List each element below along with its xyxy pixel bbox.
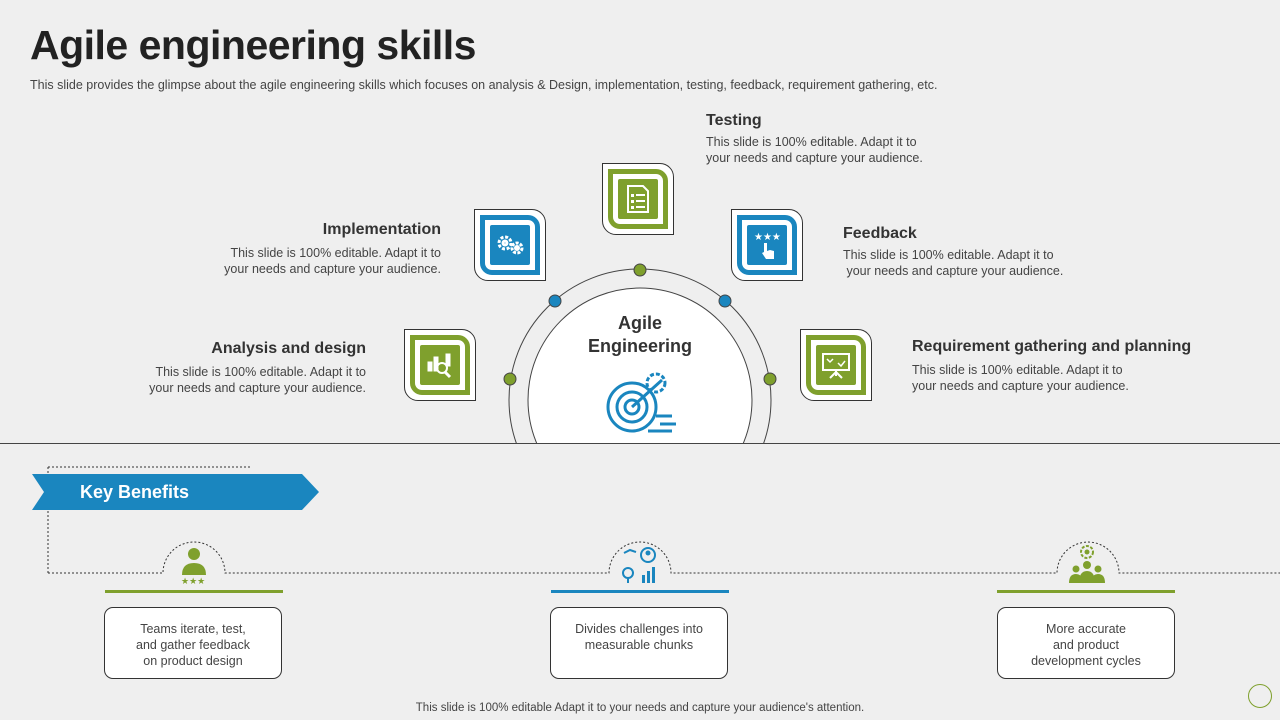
benefit-1-line1: Teams iterate, test, (140, 622, 246, 636)
skill-feedback: Feedback This slide is 100% editable. Ad… (843, 225, 1103, 279)
center-circle (527, 287, 753, 444)
benefit-accent-line-2 (551, 590, 729, 593)
page-title: Agile engineering skills (30, 22, 476, 68)
connector-dot-feedback (718, 294, 732, 308)
connector-dot-requirement (763, 372, 777, 386)
skill-implementation-line2: your needs and capture your audience. (224, 262, 441, 276)
presentation-board-icon (822, 353, 850, 379)
skill-feedback-line2: your needs and capture your audience. (843, 264, 1064, 278)
team-gear-icon (1069, 545, 1105, 583)
skill-implementation-title: Implementation (322, 221, 441, 238)
page-subtitle: This slide provides the glimpse about th… (30, 78, 938, 92)
benefit-3-line1: More accurate (1046, 622, 1126, 636)
center-label: Agile Engineering (540, 312, 740, 358)
skill-implementation-line1: This slide is 100% editable. Adapt it to (230, 246, 441, 260)
skill-feedback-title: Feedback (843, 225, 917, 242)
center-label-line2: Engineering (587, 336, 692, 356)
skill-requirement-line1: This slide is 100% editable. Adapt it to (912, 363, 1123, 377)
skill-feedback-line1: This slide is 100% editable. Adapt it to (843, 248, 1054, 262)
gears-icon (497, 235, 524, 255)
corner-circle-decoration (1248, 684, 1272, 708)
key-benefits-label: Key Benefits (80, 482, 190, 502)
testing-icon-box (602, 163, 674, 235)
requirement-icon-box (800, 329, 872, 401)
analytics-person-icon (622, 547, 656, 583)
svg-text:★★★: ★★★ (754, 232, 781, 243)
connector-dot-analysis (503, 372, 517, 386)
footer-note: This slide is 100% editable Adapt it to … (415, 702, 865, 714)
person-rating-icon: ★★★ (181, 548, 206, 585)
skill-implementation: Implementation This slide is 100% editab… (195, 221, 441, 277)
connector-dot-testing (633, 263, 647, 277)
benefit-1-line3: on product design (143, 654, 243, 668)
skill-analysis-line1: This slide is 100% editable. Adapt it to (155, 365, 366, 379)
rating-hand-icon: ★★★ (754, 232, 781, 259)
skill-testing-line2: your needs and capture your audience. (706, 151, 923, 165)
benefit-accent-line-3 (997, 590, 1175, 593)
connector-dot-implementation (548, 294, 562, 308)
center-label-line1: Agile (617, 313, 662, 333)
section-divider (0, 443, 1280, 444)
skill-requirement-title: Requirement gathering and planning (912, 338, 1192, 355)
benefit-3-line2: and product (1052, 638, 1120, 652)
benefit-card-3: More accurate and product development cy… (997, 607, 1175, 679)
skill-analysis-line2: your needs and capture your audience. (149, 381, 366, 395)
skill-analysis: Analysis and design This slide is 100% e… (120, 340, 366, 396)
benefit-card-1: Teams iterate, test, and gather feedback… (104, 607, 282, 679)
feedback-icon-box: ★★★ (731, 209, 803, 281)
benefit-2-line2: measurable chunks (584, 638, 694, 652)
skill-requirement-line2: your needs and capture your audience. (912, 379, 1129, 393)
implementation-icon-box (474, 209, 546, 281)
analysis-chart-icon (427, 353, 452, 379)
skill-testing: Testing This slide is 100% editable. Ada… (706, 112, 966, 166)
skill-analysis-title: Analysis and design (211, 340, 366, 357)
target-gear-icon (606, 372, 676, 433)
skill-testing-title: Testing (706, 112, 762, 129)
benefit-1-line2: and gather feedback (136, 638, 250, 652)
skill-requirement: Requirement gathering and planning This … (912, 338, 1232, 394)
benefit-accent-line-1 (105, 590, 283, 593)
benefit-2-line1: Divides challenges into (575, 622, 703, 636)
benefit-card-2: Divides challenges into measurable chunk… (550, 607, 728, 679)
svg-text:★★★: ★★★ (181, 577, 205, 585)
key-benefits-banner (32, 474, 319, 510)
checklist-document-icon (627, 185, 649, 213)
skill-testing-line1: This slide is 100% editable. Adapt it to (706, 135, 917, 149)
analysis-icon-box (404, 329, 476, 401)
central-diagram (503, 263, 777, 444)
benefit-3-line3: development cycles (1031, 654, 1141, 668)
